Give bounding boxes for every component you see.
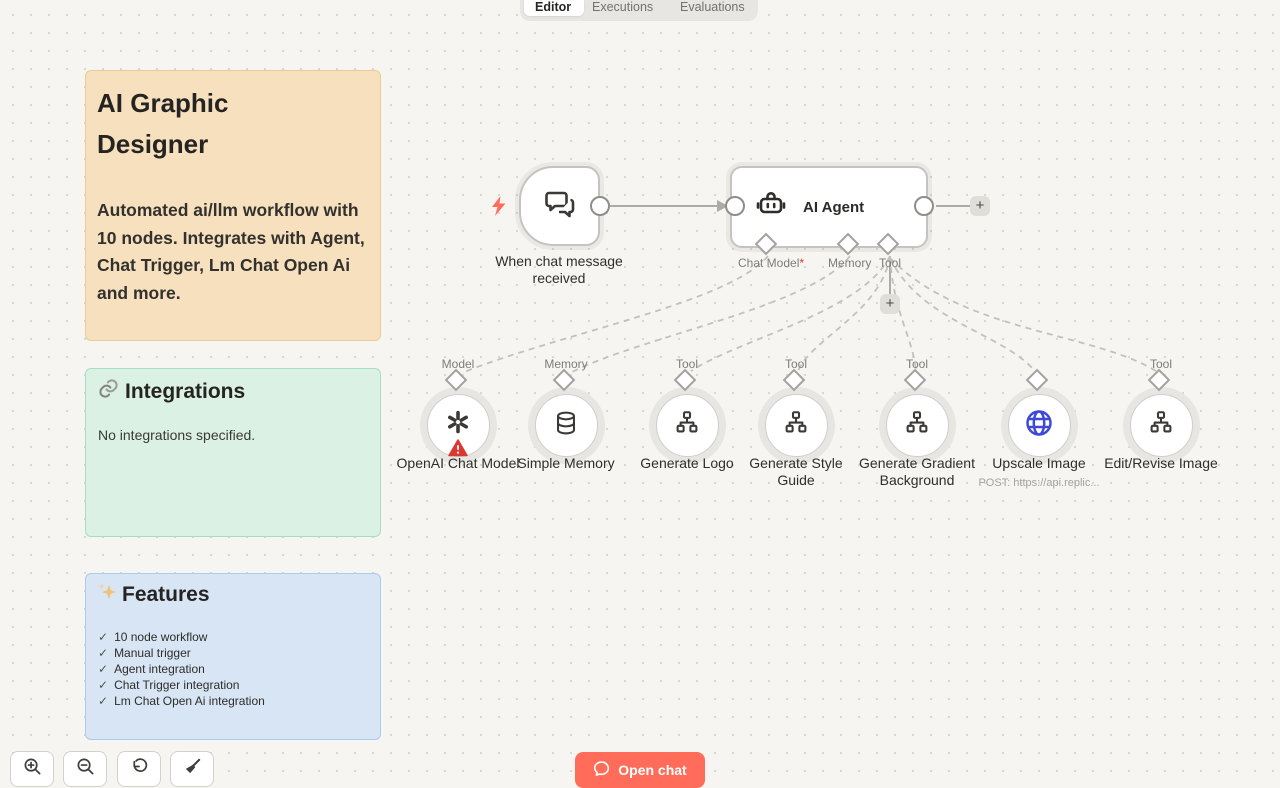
- subnode-top-label: Tool: [675, 357, 698, 371]
- warning-icon: [448, 438, 468, 462]
- openai-icon: [443, 408, 473, 443]
- subnode-top-label: Tool: [784, 357, 807, 371]
- subnode-top-label: Memory: [544, 357, 588, 371]
- tidy-up-button[interactable]: [170, 751, 214, 787]
- link-icon: [97, 377, 120, 406]
- subnode-subtitle: POST: https://api.replic...: [978, 477, 1100, 489]
- required-asterisk: *: [799, 256, 805, 270]
- undo-zoom-button[interactable]: [117, 751, 161, 787]
- subnode-input-port[interactable]: [673, 368, 697, 392]
- check-icon: ✓: [98, 678, 109, 692]
- sparkles-icon: [97, 582, 117, 608]
- node-generate-gradient-background[interactable]: [885, 393, 949, 457]
- note-title: AI Graphic Designer: [97, 88, 229, 159]
- tab-editor-label[interactable]: Editor: [535, 0, 572, 14]
- sitemap-icon: [781, 408, 811, 443]
- agent-port-label-chat-model: Chat Model*: [738, 256, 805, 270]
- subnode-label: Simple Memory: [517, 455, 615, 471]
- feature-text: Manual trigger: [114, 646, 191, 660]
- agent-node-label: AI Agent: [803, 198, 865, 216]
- sticky-note-features[interactable]: Features ✓ 10 node workflow ✓ Manual trigg…: [85, 573, 381, 740]
- features-list: ✓ 10 node workflow ✓ Manual trigger ✓ Agent…: [98, 629, 265, 709]
- feature-item: ✓ Lm Chat Open Ai integration: [98, 693, 265, 709]
- zoom-out-button[interactable]: [63, 751, 107, 787]
- chat-icon: [593, 760, 610, 780]
- subnode-input-port[interactable]: [444, 368, 468, 392]
- open-chat-label: Open chat: [618, 762, 687, 778]
- add-tool-button[interactable]: +: [880, 294, 900, 314]
- subnode-label: OpenAI Chat Model: [396, 455, 520, 471]
- tab-editor[interactable]: [524, 0, 584, 16]
- node-ai-agent[interactable]: AI Agent: [730, 166, 928, 248]
- agent-port-label-memory: Memory: [828, 256, 872, 270]
- features-heading: Features: [122, 583, 210, 606]
- tab-evaluations[interactable]: Evaluations: [680, 0, 745, 14]
- subnode-label: Upscale Image: [992, 455, 1086, 471]
- add-node-button[interactable]: +: [970, 196, 990, 216]
- subnode-top-label: Model: [441, 357, 475, 371]
- feature-item: ✓ Agent integration: [98, 661, 265, 677]
- globe-icon: [1023, 407, 1055, 444]
- feature-item: ✓ Manual trigger: [98, 645, 265, 661]
- subnode-input-port[interactable]: [552, 368, 576, 392]
- check-icon: ✓: [98, 630, 109, 644]
- subnode-input-port[interactable]: [1025, 368, 1049, 392]
- feature-text: Chat Trigger integration: [114, 678, 240, 692]
- sticky-note-title[interactable]: AI Graphic Designer Automated ai/llm wor…: [85, 70, 381, 341]
- zoom-in-button[interactable]: [10, 751, 54, 787]
- note-description: Automated ai/llm workflow with 10 nodes.…: [97, 200, 365, 303]
- subnode-top-label: Tool: [905, 357, 928, 371]
- undo-icon: [130, 757, 149, 781]
- tab-executions[interactable]: Executions: [592, 0, 654, 14]
- feature-item: ✓ Chat Trigger integration: [98, 677, 265, 693]
- broom-icon: [183, 757, 202, 781]
- subnode-label: Generate Logo: [640, 455, 734, 471]
- check-icon: ✓: [98, 662, 109, 676]
- subnode-top-label: Tool: [1149, 357, 1172, 371]
- node-upscale-image[interactable]: [1007, 393, 1071, 457]
- node-generate-logo[interactable]: [655, 393, 719, 457]
- lightning-bolt-icon: [490, 195, 508, 222]
- trigger-output-port[interactable]: [590, 196, 610, 216]
- integrations-body: No integrations specified.: [98, 427, 256, 443]
- feature-text: Agent integration: [114, 662, 205, 676]
- integrations-heading: Integrations: [125, 379, 246, 403]
- agent-output-port[interactable]: [914, 196, 934, 216]
- node-edit-revise-image[interactable]: [1129, 393, 1193, 457]
- sitemap-icon: [902, 408, 932, 443]
- chat-bubbles-icon: [541, 185, 579, 228]
- subnode-input-port[interactable]: [782, 368, 806, 392]
- subnode-input-port[interactable]: [903, 368, 927, 392]
- node-chat-trigger[interactable]: [519, 166, 600, 246]
- check-icon: ✓: [98, 694, 109, 708]
- sitemap-icon: [672, 408, 702, 443]
- trigger-node-label: When chat message received: [495, 253, 623, 286]
- node-openai-chat-model[interactable]: [426, 393, 490, 457]
- check-icon: ✓: [98, 646, 109, 660]
- agent-input-port[interactable]: [725, 196, 745, 216]
- feature-item: ✓ 10 node workflow: [98, 629, 265, 645]
- node-generate-style-guide[interactable]: [764, 393, 828, 457]
- sticky-note-integrations[interactable]: Integrations No integrations specified.: [85, 368, 381, 537]
- view-tabbar: Editor Executions Evaluations: [520, 0, 758, 21]
- zoom-in-icon: [23, 757, 42, 781]
- sitemap-icon: [1146, 408, 1176, 443]
- subnode-label: Generate Style Guide: [749, 455, 843, 488]
- subnode-input-port[interactable]: [1147, 368, 1171, 392]
- robot-icon: [754, 188, 788, 227]
- zoom-out-icon: [76, 757, 95, 781]
- database-icon: [551, 408, 581, 443]
- node-simple-memory[interactable]: [534, 393, 598, 457]
- open-chat-button[interactable]: Open chat: [575, 752, 705, 788]
- feature-text: 10 node workflow: [114, 630, 208, 644]
- subnode-label: Generate Gradient Background: [859, 455, 975, 488]
- agent-port-label-tool: Tool: [879, 256, 902, 270]
- subnode-label: Edit/Revise Image: [1104, 455, 1218, 471]
- feature-text: Lm Chat Open Ai integration: [114, 694, 265, 708]
